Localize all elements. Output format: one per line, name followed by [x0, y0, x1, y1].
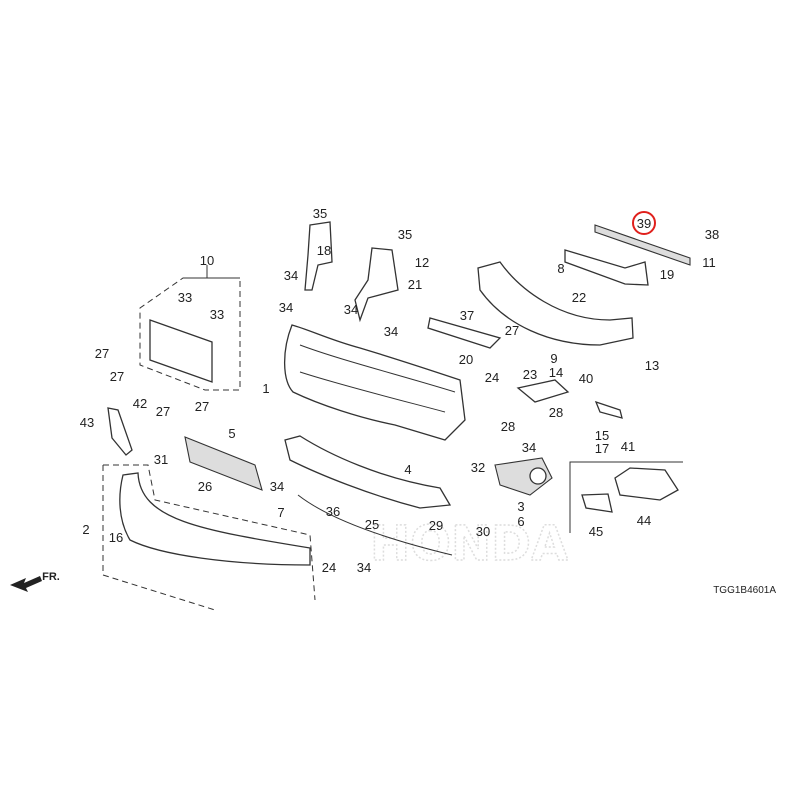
fog-garnish-part-44: [614, 467, 679, 501]
callout-labels: 35 18 34 34 35 21 34 34 12 8 22 19 11 39…: [80, 206, 719, 575]
garnish-part-43: [107, 407, 133, 456]
strip-part-7: [297, 494, 453, 556]
direction-label: FR.: [42, 571, 60, 583]
callout-label[interactable]: 34: [279, 300, 293, 315]
bumper-detail: [299, 344, 456, 413]
callout-label[interactable]: 22: [572, 290, 586, 305]
callout-label[interactable]: 21: [408, 277, 422, 292]
callout-label[interactable]: 5: [228, 426, 235, 441]
callout-label[interactable]: 27: [505, 323, 519, 338]
callout-label[interactable]: 34: [344, 302, 358, 317]
beam-part-11: [594, 224, 691, 266]
grille-part-5: [184, 436, 263, 491]
bracket-part-15: [594, 400, 623, 419]
callout-label[interactable]: 28: [549, 405, 563, 420]
callout-label[interactable]: 42: [133, 396, 147, 411]
callout-label[interactable]: 34: [522, 440, 536, 455]
callout-label[interactable]: 11: [702, 255, 716, 270]
callout-label[interactable]: 27: [195, 399, 209, 414]
callout-label[interactable]: 13: [645, 358, 659, 373]
callout-label[interactable]: 3: [517, 499, 524, 514]
callout-label[interactable]: 19: [660, 267, 674, 282]
group-box-10: [139, 277, 241, 391]
callout-label[interactable]: 27: [156, 404, 170, 419]
callout-label[interactable]: 43: [80, 415, 94, 430]
callout-label[interactable]: 40: [579, 371, 593, 386]
callout-label[interactable]: 25: [365, 517, 379, 532]
callout-label[interactable]: 10: [200, 253, 214, 268]
grille-frame-part-8: [477, 261, 634, 346]
bracket-part-21: [354, 247, 399, 323]
callout-label[interactable]: 33: [210, 307, 224, 322]
bracket-part-18: [304, 221, 333, 291]
bracket-part-19: [564, 249, 649, 286]
callout-label[interactable]: 18: [317, 243, 331, 258]
group-box-2: [102, 464, 316, 611]
callout-label[interactable]: 16: [109, 530, 123, 545]
callout-label[interactable]: 45: [589, 524, 603, 539]
callout-label[interactable]: 33: [178, 290, 192, 305]
callout-label[interactable]: 27: [95, 346, 109, 361]
callout-label[interactable]: 2: [82, 522, 89, 537]
callout-label[interactable]: 24: [485, 370, 499, 385]
diagram-code: TGG1B4601A: [713, 585, 776, 596]
callout-label[interactable]: 36: [326, 504, 340, 519]
highlight-circle: [632, 211, 656, 235]
callout-label[interactable]: 4: [404, 462, 411, 477]
callout-label[interactable]: 34: [284, 268, 298, 283]
lower-spoiler-part-4: [284, 435, 452, 509]
callout-label[interactable]: 7: [277, 505, 284, 520]
callout-label[interactable]: 9: [550, 351, 557, 366]
callout-label[interactable]: 34: [384, 324, 398, 339]
callout-label[interactable]: 38: [705, 227, 719, 242]
callout-label[interactable]: 27: [110, 369, 124, 384]
callout-label[interactable]: 31: [154, 452, 168, 467]
callout-label[interactable]: 24: [322, 560, 336, 575]
group-bracket-10: [183, 265, 240, 279]
callout-label-highlighted[interactable]: 39: [637, 216, 651, 231]
callout-label[interactable]: 35: [313, 206, 327, 221]
callout-label[interactable]: 15: [595, 428, 609, 443]
callout-label[interactable]: 23: [523, 367, 537, 382]
license-bracket: [149, 319, 213, 383]
lip-spoiler-part-2: [119, 472, 311, 566]
callout-label[interactable]: 30: [476, 524, 490, 539]
callout-label[interactable]: 1: [262, 381, 269, 396]
callout-label[interactable]: 32: [471, 460, 485, 475]
callout-label[interactable]: 12: [415, 255, 429, 270]
front-arrow-icon: [10, 576, 42, 592]
callout-label[interactable]: 17: [595, 441, 609, 456]
callout-label[interactable]: 29: [429, 518, 443, 533]
callout-label[interactable]: 28: [501, 419, 515, 434]
front-bumper-part-1: [284, 324, 466, 441]
fog-hole: [529, 467, 547, 485]
cover-part-20: [427, 317, 502, 349]
callout-label[interactable]: 14: [549, 365, 563, 380]
watermark: HONDA: [370, 516, 568, 572]
callout-label[interactable]: 35: [398, 227, 412, 242]
callout-label[interactable]: 26: [198, 479, 212, 494]
callout-label[interactable]: 41: [621, 439, 635, 454]
callout-label[interactable]: 44: [637, 513, 651, 528]
garnish-part-45: [581, 493, 613, 513]
callout-label[interactable]: 20: [459, 352, 473, 367]
callout-label[interactable]: 34: [357, 560, 371, 575]
callout-label[interactable]: 8: [557, 261, 564, 276]
callout-label[interactable]: 6: [517, 514, 524, 529]
inset-box: [569, 461, 683, 533]
callout-label[interactable]: 37: [460, 308, 474, 323]
fog-cover-part-3: [494, 457, 553, 496]
callout-label[interactable]: 34: [270, 479, 284, 494]
bracket-part-9: [516, 379, 570, 403]
